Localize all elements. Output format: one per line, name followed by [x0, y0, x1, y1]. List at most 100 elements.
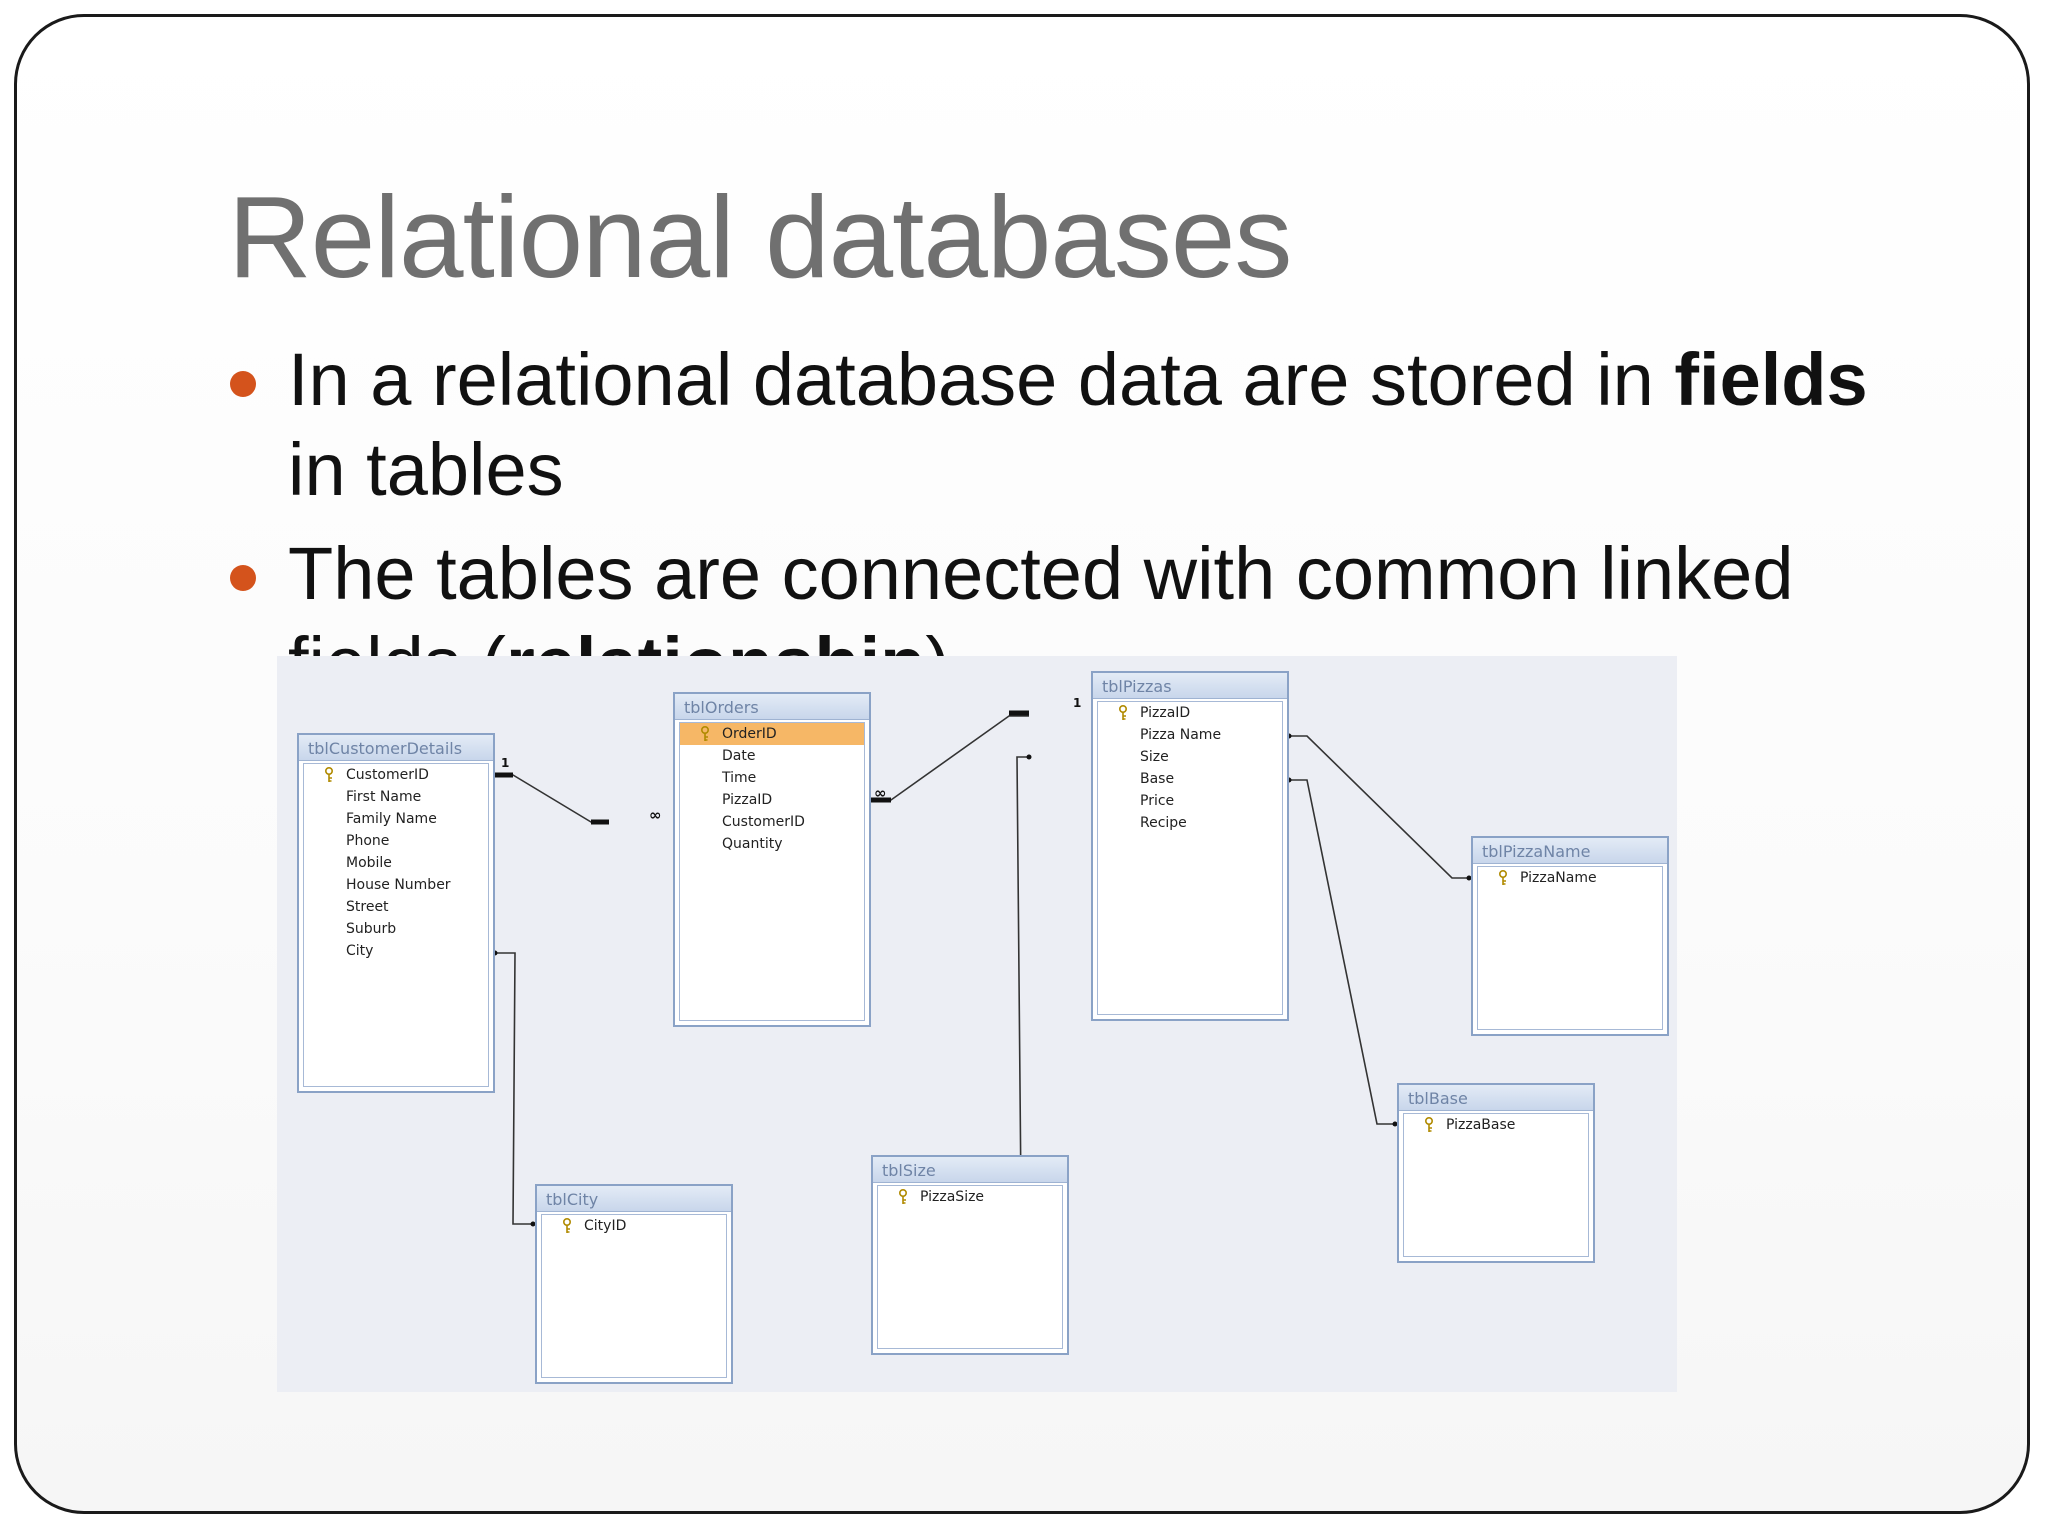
primary-key-icon — [325, 767, 333, 782]
field-row[interactable]: Street — [304, 896, 488, 918]
field-row[interactable]: House Number — [304, 874, 488, 896]
field-name: PizzaSize — [920, 1189, 985, 1205]
field-name: City — [346, 943, 374, 959]
field-list: PizzaName — [1477, 866, 1663, 1030]
field-list: PizzaSize — [877, 1185, 1063, 1349]
bullet-dot-icon — [230, 371, 256, 397]
table-title: tblCity — [537, 1186, 731, 1212]
field-name: Base — [1140, 771, 1175, 787]
field-row[interactable]: Mobile — [304, 852, 488, 874]
field-name: House Number — [346, 877, 451, 893]
bullet-dot-icon — [230, 565, 256, 591]
relationship-line — [1003, 756, 1029, 1197]
join-dot — [1392, 1121, 1398, 1127]
relationship-line — [871, 715, 1029, 801]
field-name: Pizza Name — [1140, 727, 1222, 743]
field-row[interactable]: City — [304, 940, 488, 962]
cardinality-one-label: 1 — [501, 756, 510, 770]
table-title: tblBase — [1399, 1085, 1593, 1111]
table-box-orders[interactable]: tblOrders OrderID Date Time PizzaID Cust… — [673, 692, 871, 1027]
relationship-diagram: 1 ∞ ∞ 1 tblCustomerDetails CustomerID Fi… — [277, 656, 1677, 1392]
field-list: CustomerID First Name Family Name Phone … — [303, 763, 489, 1087]
join-dot — [1026, 754, 1032, 760]
field-row[interactable]: Family Name — [304, 808, 488, 830]
field-row[interactable]: Time — [680, 767, 864, 789]
field-row[interactable]: Recipe — [1098, 812, 1282, 834]
field-name: Recipe — [1140, 815, 1187, 831]
field-row[interactable]: CityID — [542, 1215, 726, 1237]
field-name: PizzaID — [722, 792, 773, 808]
field-name: Street — [346, 899, 389, 915]
field-row[interactable]: PizzaName — [1478, 867, 1662, 889]
field-name: Suburb — [346, 921, 397, 937]
table-box-pizza-name[interactable]: tblPizzaName PizzaName — [1471, 836, 1669, 1036]
table-box-customer-details[interactable]: tblCustomerDetails CustomerID First Name… — [297, 733, 495, 1093]
cardinality-many-label: ∞ — [874, 784, 887, 802]
field-list: PizzaID Pizza Name Size Base Price Recip… — [1097, 701, 1283, 1015]
table-title: tblSize — [873, 1157, 1067, 1183]
table-box-base[interactable]: tblBase PizzaBase — [1397, 1083, 1595, 1263]
join-dot — [530, 1221, 536, 1227]
relationship-line — [495, 952, 533, 1225]
primary-key-icon — [1119, 705, 1127, 720]
bullet-text: In a relational database data are stored… — [288, 338, 1675, 421]
bullet-bold-text: fields — [1674, 338, 1868, 421]
relationship-line — [1289, 779, 1395, 1125]
field-name: CityID — [584, 1218, 627, 1234]
field-name: CustomerID — [722, 814, 805, 830]
primary-key-icon — [1425, 1117, 1433, 1132]
field-name: PizzaName — [1520, 870, 1597, 886]
field-row-selected[interactable]: OrderID — [680, 723, 864, 745]
field-row[interactable]: Pizza Name — [1098, 724, 1282, 746]
table-box-city[interactable]: tblCity CityID — [535, 1184, 733, 1384]
primary-key-icon — [1499, 870, 1507, 885]
field-row[interactable]: Date — [680, 745, 864, 767]
cardinality-many-label: ∞ — [649, 806, 662, 824]
bullet-text: in tables — [288, 428, 564, 511]
slide-title: Relational databases — [228, 172, 1292, 302]
field-row[interactable]: PizzaBase — [1404, 1114, 1588, 1136]
field-row[interactable]: Quantity — [680, 833, 864, 855]
field-row[interactable]: PizzaID — [1098, 702, 1282, 724]
field-row[interactable]: First Name — [304, 786, 488, 808]
cardinality-one-label: 1 — [1073, 696, 1082, 710]
primary-key-icon — [899, 1189, 907, 1204]
field-name: CustomerID — [346, 767, 429, 783]
field-name: Date — [722, 748, 756, 764]
field-name: Time — [722, 770, 757, 786]
field-name: First Name — [346, 789, 422, 805]
table-title: tblCustomerDetails — [299, 735, 493, 761]
field-row[interactable]: Base — [1098, 768, 1282, 790]
field-row[interactable]: PizzaSize — [878, 1186, 1062, 1208]
field-name: PizzaID — [1140, 705, 1191, 721]
table-title: tblPizzas — [1093, 673, 1287, 699]
field-name: Quantity — [722, 836, 783, 852]
field-list: CityID — [541, 1214, 727, 1378]
join-dot — [1466, 875, 1472, 881]
field-row[interactable]: CustomerID — [304, 764, 488, 786]
field-row[interactable]: Price — [1098, 790, 1282, 812]
bullet-item: In a relational database data are stored… — [228, 335, 1928, 515]
relationship-line — [1289, 735, 1469, 879]
table-box-pizzas[interactable]: tblPizzas PizzaID Pizza Name Size Base P… — [1091, 671, 1289, 1021]
field-name: PizzaBase — [1446, 1117, 1516, 1133]
table-box-size[interactable]: tblSize PizzaSize — [871, 1155, 1069, 1355]
field-name: Size — [1140, 749, 1169, 765]
field-row[interactable]: Size — [1098, 746, 1282, 768]
field-list: PizzaBase — [1403, 1113, 1589, 1257]
field-row[interactable]: CustomerID — [680, 811, 864, 833]
field-row[interactable]: Phone — [304, 830, 488, 852]
relationship-line — [495, 774, 609, 823]
relationship-lines — [492, 710, 1472, 1227]
table-title: tblOrders — [675, 694, 869, 720]
field-name: Phone — [346, 833, 390, 849]
field-row[interactable]: Suburb — [304, 918, 488, 940]
field-row[interactable]: PizzaID — [680, 789, 864, 811]
primary-key-icon — [701, 726, 709, 741]
field-name: Family Name — [346, 811, 437, 827]
table-title: tblPizzaName — [1473, 838, 1667, 864]
field-name: Price — [1140, 793, 1175, 809]
field-list: OrderID Date Time PizzaID CustomerID Qua… — [679, 722, 865, 1021]
primary-key-icon — [563, 1218, 571, 1233]
field-name: Mobile — [346, 855, 392, 871]
